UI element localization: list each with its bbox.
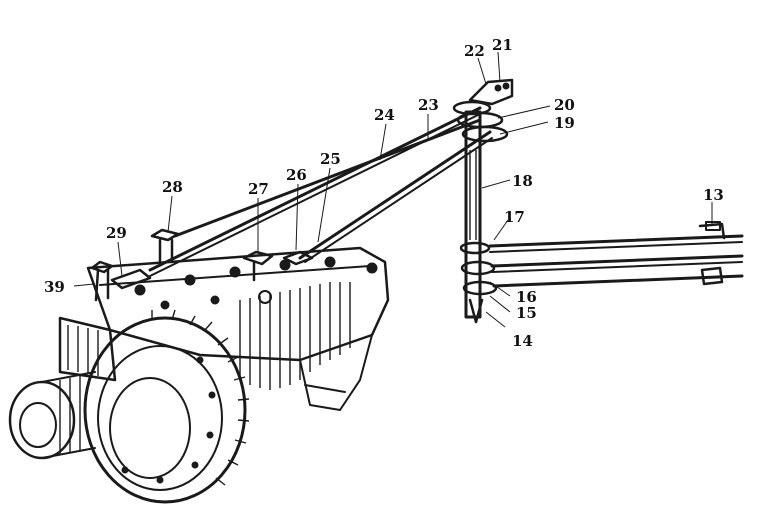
label-19: 19 (554, 114, 575, 132)
part-labels: 13 14 15 16 17 18 19 20 21 22 23 24 25 2… (44, 36, 724, 350)
small-gear-wheel (8, 371, 96, 460)
label-29: 29 (106, 224, 127, 242)
label-16: 16 (516, 288, 537, 306)
label-26: 26 (286, 166, 307, 184)
gearbox-housing (58, 246, 390, 411)
label-21: 21 (492, 36, 513, 54)
lever-assembly-29 (110, 268, 152, 290)
label-39: 39 (44, 278, 65, 296)
label-15: 15 (516, 304, 537, 322)
label-13: 13 (703, 186, 724, 204)
label-23: 23 (418, 96, 439, 114)
label-20: 20 (554, 96, 575, 114)
vertical-shaft (452, 78, 514, 324)
label-17: 17 (504, 208, 525, 226)
connecting-rods (148, 106, 493, 277)
lever-assembly-27 (242, 250, 274, 282)
label-14: 14 (512, 332, 533, 350)
label-24: 24 (374, 106, 395, 124)
large-gear-wheel (83, 309, 250, 504)
lever-assembly-39 (90, 260, 114, 302)
label-27: 27 (248, 180, 269, 198)
horizontal-rods (488, 221, 744, 288)
label-28: 28 (162, 178, 183, 196)
label-22: 22 (464, 42, 485, 60)
leader-lines (73, 51, 713, 328)
label-25: 25 (320, 150, 341, 168)
label-18: 18 (512, 172, 533, 190)
